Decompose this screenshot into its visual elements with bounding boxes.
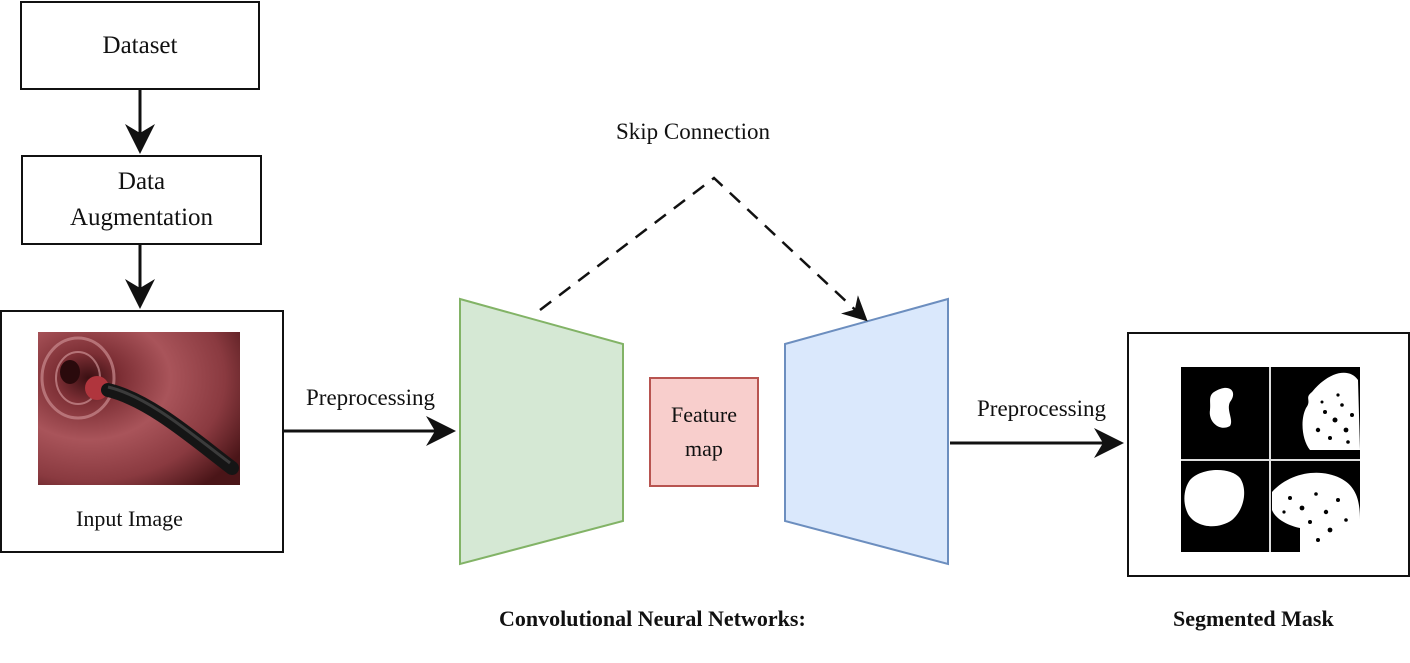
augmentation-label-line2: Augmentation (69, 204, 214, 231)
input-image-box (0, 310, 284, 553)
input-image-caption: Input Image (76, 506, 183, 531)
encoder-trapezoid (459, 297, 624, 566)
segmented-mask-image (1181, 367, 1360, 552)
decoder-trapezoid (784, 297, 949, 566)
feature-map-label-line2: map (685, 436, 723, 461)
skip-connection-label: Skip Connection (616, 119, 770, 144)
preprocessing-label-right: Preprocessing (977, 396, 1107, 421)
segmented-mask-caption: Segmented Mask (1173, 606, 1334, 631)
endoscopy-image (38, 332, 240, 485)
feature-map-label-line1: Feature (671, 402, 737, 427)
cnn-caption: Convolutional Neural Networks: (499, 606, 806, 631)
preprocessing-label-left: Preprocessing (306, 385, 436, 410)
augmentation-label-line1: Data (117, 168, 166, 195)
skip-connection-line (539, 176, 868, 322)
dataset-box: Dataset (20, 1, 260, 90)
feature-map-box: Feature map (649, 377, 759, 487)
segmented-mask-box (1127, 332, 1410, 577)
augmentation-box: Data Augmentation (21, 155, 262, 245)
dataset-label: Dataset (102, 31, 178, 59)
